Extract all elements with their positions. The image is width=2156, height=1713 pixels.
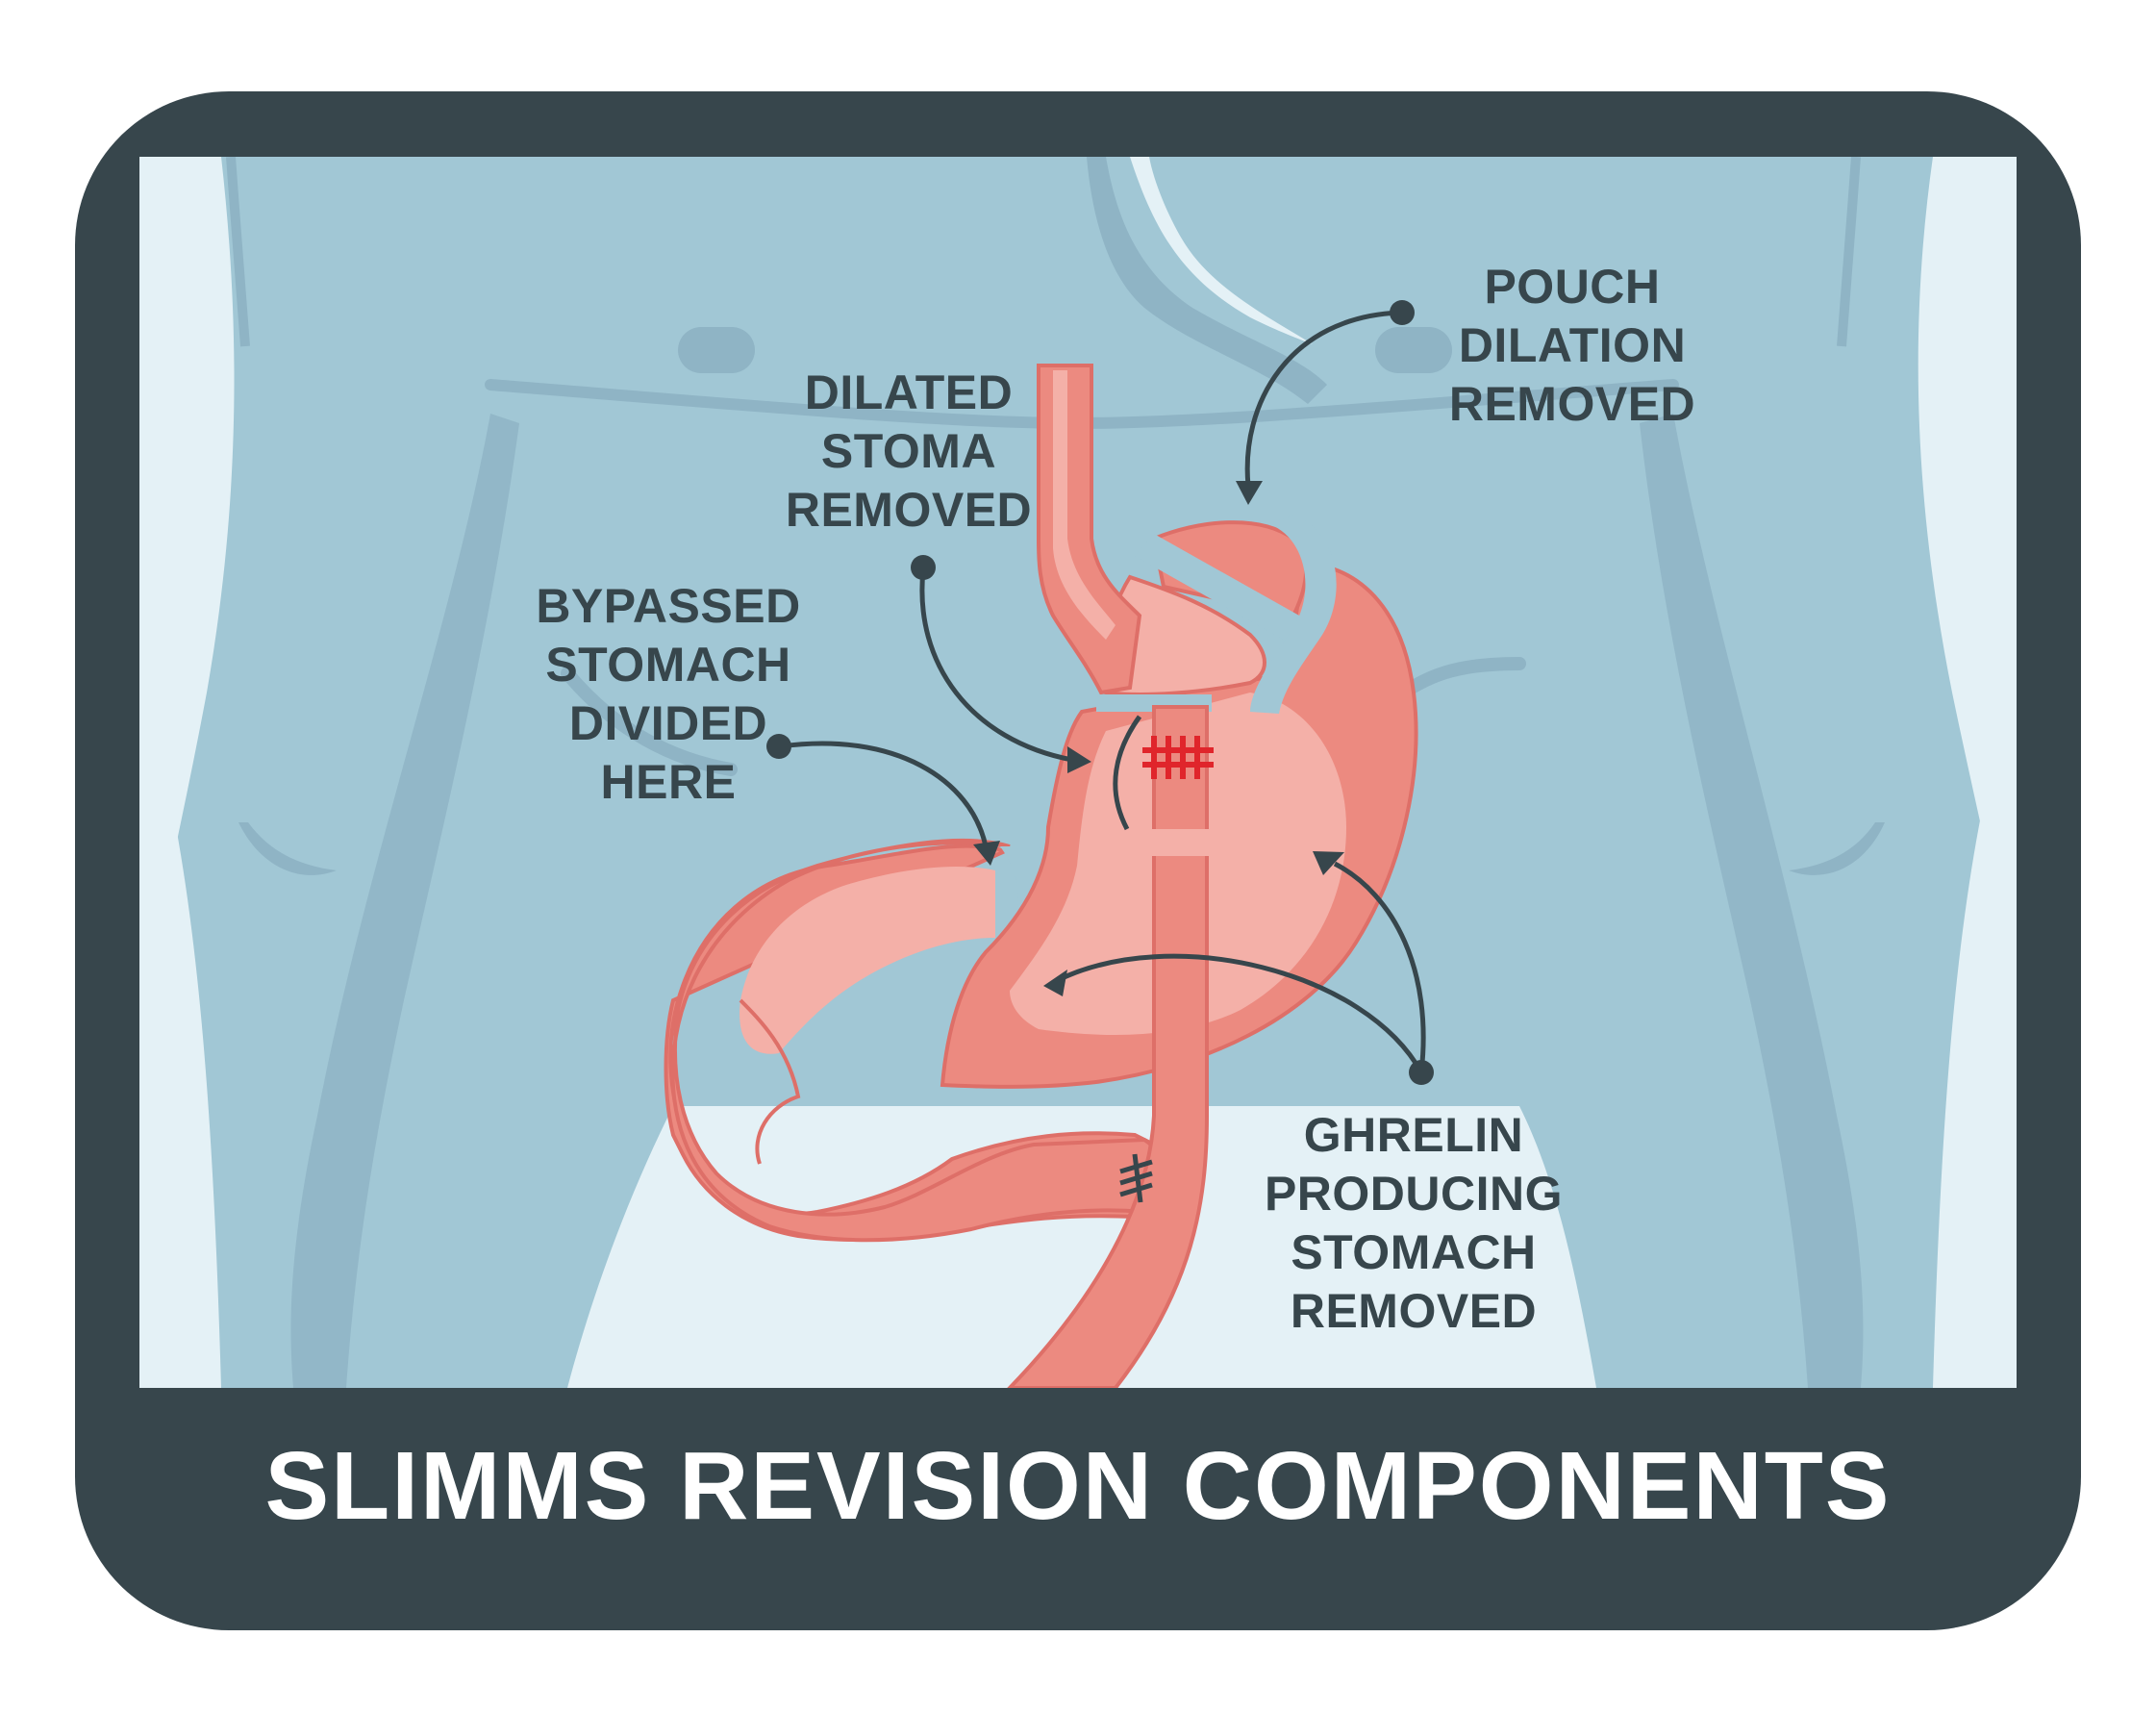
arrowheads (973, 481, 1344, 996)
pouch-division-band (1135, 534, 1308, 642)
arrow-pouch (1244, 310, 1400, 487)
roux-limb (1007, 705, 1209, 1388)
label-dilated-stoma: DILATED STOMA REMOVED (785, 365, 1033, 537)
arrowhead-ghrelin-1 (1313, 851, 1344, 875)
arrowhead-ghrelin-2 (1043, 970, 1067, 996)
bypassed-stomach-fold (739, 998, 801, 1165)
arrow-stoma (919, 569, 1073, 763)
pouch-side-band (1250, 515, 1337, 714)
label-pouch-dilation: POUCH DILATION REMOVED (1448, 260, 1696, 431)
label-bypassed-stomach: BYPASSED STOMACH DIVIDED HERE (536, 579, 801, 809)
gap-right (1933, 673, 2017, 1388)
arrows (780, 310, 1426, 1074)
gap-left (139, 673, 221, 1388)
dot-pouch (1390, 300, 1415, 325)
dot-bypassed (766, 734, 791, 759)
hip-left (238, 822, 337, 875)
diagram-title: SLIMMS REVISION COMPONENTS (264, 1432, 1892, 1540)
esophagus-highlight (1053, 370, 1116, 640)
arrow-bypassed (780, 741, 989, 847)
roux-band (1135, 829, 1221, 856)
label-ghrelin: GHRELIN PRODUCING STOMACH REMOVED (1264, 1108, 1564, 1338)
flank-left (290, 414, 519, 1388)
shoulder-line-left (226, 157, 250, 347)
rib-left (561, 667, 738, 776)
flank-right (1640, 414, 1864, 1388)
arrowhead-stoma (1067, 746, 1091, 773)
hip-right (1789, 822, 1885, 875)
shoulder-line-right (1837, 157, 1861, 347)
nipple-left (678, 327, 755, 373)
staples-red (1142, 736, 1214, 779)
dot-stoma (911, 555, 936, 580)
arrowhead-pouch (1236, 481, 1263, 505)
stoma-curve (1113, 715, 1142, 831)
neck-shadow (1087, 157, 1327, 404)
arrow-ghrelin-2 (1054, 953, 1424, 1074)
arrow-dots (766, 300, 1434, 1085)
bypassed-stomach-highlight (740, 866, 995, 1054)
nipple-right (1375, 327, 1452, 373)
collar-highlight (1130, 157, 1313, 344)
arrowhead-bypassed (973, 841, 1000, 866)
staples-dark (1119, 1153, 1153, 1203)
dot-ghrelin (1409, 1060, 1434, 1085)
arrow-ghrelin-1 (1333, 861, 1426, 1073)
